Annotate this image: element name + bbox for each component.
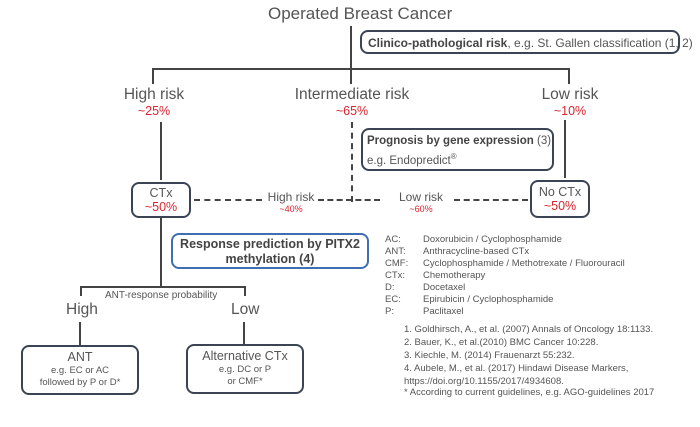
gene-example: e.g. Endopredict (367, 154, 451, 167)
connector-risk-branch (152, 68, 570, 70)
connector-low-to-noctx (564, 120, 566, 178)
risk-group-high: High risk ~25% (123, 86, 185, 118)
risk-group-low: Low risk ~10% (541, 86, 599, 118)
connector-intermediate-dashed (351, 122, 353, 202)
gene-ref: (3) (533, 135, 552, 147)
diagram-title: Operated Breast Cancer (268, 4, 453, 23)
connector-intermediate (350, 68, 352, 84)
pitx2-response-box: Response prediction by PITX2 methylation… (171, 233, 369, 269)
dashed-lowrisk-to-noctx (454, 199, 528, 201)
ctx-box: CTx ~50% (131, 182, 191, 218)
connector-ant-left-tick (80, 286, 82, 296)
alternative-ctx-box: Alternative CTx e.g. DC or P or CMF* (186, 344, 304, 394)
abbreviations-legend: AC:Doxorubicin / Cyclophosphamide ANT:An… (385, 234, 625, 318)
abbr-row: AC:Doxorubicin / Cyclophosphamide (385, 234, 562, 245)
abbr-row: CTx:Chemotherapy (385, 270, 486, 281)
clinico-bold: Clinico-pathological risk (368, 36, 508, 50)
reference-item: 1. Goldhirsch, A., et al. (2007) Annals … (404, 324, 654, 335)
connector-low (568, 68, 570, 84)
abbr-row: P:Paclitaxel (385, 306, 464, 317)
reference-item: https://doi.org/10.1155/2017/4934608. (404, 376, 564, 387)
risk-group-intermediate: Intermediate risk ~65% (294, 86, 410, 118)
abbr-row: EC:Epirubicin / Cyclophosphamide (385, 294, 554, 305)
dashed-ctx-to-highrisk (194, 199, 262, 201)
gene-bold: Prognosis by gene expression (367, 135, 534, 147)
clinico-pathological-risk-box: Clinico-pathological risk, e.g. St. Gall… (360, 30, 693, 54)
ant-box: ANT e.g. EC or AC followed by P or D* (21, 345, 139, 395)
abbr-row: CMF:Cyclophosphamide / Methotrexate / Fl… (385, 258, 625, 269)
connector-low-to-alt (243, 322, 245, 345)
ant-response-label: ANT-response probability (105, 290, 218, 301)
ant-response-low: Low (231, 301, 260, 318)
ant-response-high: High (66, 301, 98, 318)
abbr-row: ANT:Anthracycline-based CTx (385, 246, 530, 257)
connector-high-to-ant (79, 322, 81, 346)
gene-result-high: High risk ~40% (267, 190, 315, 214)
connector-high (152, 68, 154, 84)
connector-high-to-ctx (160, 122, 162, 180)
reference-item: 4. Aubele, M., et al. (2017) Hindawi Dis… (404, 363, 629, 374)
no-ctx-box: No CTx ~50% (530, 180, 590, 218)
clinico-rest: , e.g. St. Gallen classification (1, 2) (507, 36, 693, 50)
dashed-highrisk-to-lowrisk-left (318, 199, 380, 201)
reference-item: 3. Kiechle, M. (2014) Frauenarzt 55:232. (404, 350, 575, 361)
connector-ctx-down (160, 218, 162, 286)
footnote: * According to current guidelines, e.g. … (404, 387, 655, 398)
abbr-row: D:Docetaxel (385, 282, 466, 293)
references-list: 1. Goldhirsch, A., et al. (2007) Annals … (404, 323, 653, 388)
gene-result-low: Low risk ~60% (398, 190, 443, 214)
connector-title-down (350, 26, 352, 69)
gene-expression-box: Prognosis by gene expression (3) e.g. En… (361, 128, 554, 171)
connector-ant-branch (80, 286, 246, 288)
connector-ant-right-tick (244, 286, 246, 296)
reference-item: 2. Bauer, K., et al.(2010) BMC Cancer 10… (404, 337, 599, 348)
registered-mark: ® (450, 152, 457, 161)
